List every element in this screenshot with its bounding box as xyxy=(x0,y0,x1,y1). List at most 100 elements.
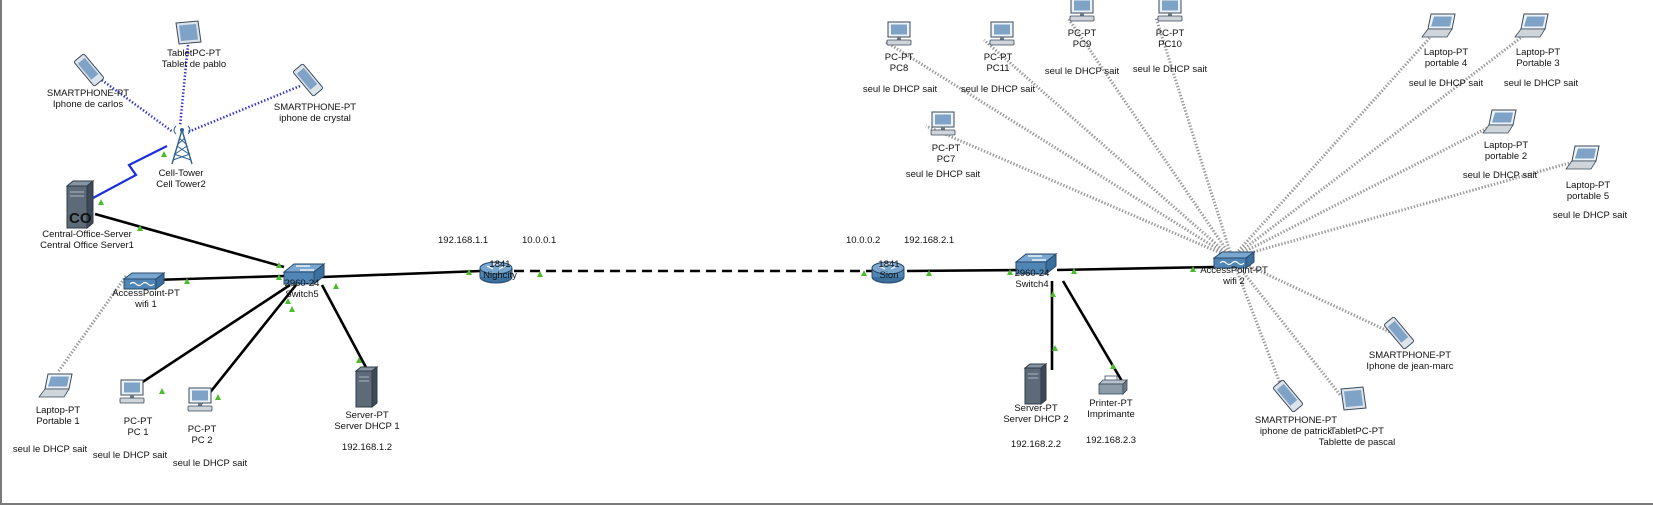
device-type-label: TabletPC-PT xyxy=(1330,426,1384,437)
pc-icon[interactable] xyxy=(1069,0,1095,22)
device-type-label: PC-PT xyxy=(1068,28,1097,39)
workspace-left-border xyxy=(0,0,2,505)
ethernet-link xyxy=(152,274,285,282)
device-type-label: 2960-24 xyxy=(1015,268,1050,279)
pc-icon[interactable] xyxy=(119,379,145,404)
server-icon[interactable] xyxy=(1024,363,1047,405)
device-type-label: PC-PT xyxy=(885,52,914,63)
wireless-link xyxy=(983,38,1233,260)
device-name-label: Tablet de pablo xyxy=(162,59,226,70)
laptop-icon[interactable] xyxy=(1421,13,1456,38)
device-note-label: seul le DHCP sait xyxy=(906,169,981,180)
access-point-icon[interactable] xyxy=(123,272,165,290)
smartphone-icon[interactable] xyxy=(1272,379,1304,413)
device-type-label: Cell-Tower xyxy=(159,168,204,179)
wireless-link xyxy=(1230,257,1283,387)
device-type-label: Laptop-PT xyxy=(1484,140,1529,151)
smartphone-icon[interactable] xyxy=(73,53,105,87)
tablet-icon[interactable] xyxy=(175,20,202,45)
pc-icon[interactable] xyxy=(886,21,912,46)
wireless-link xyxy=(1231,122,1496,260)
laptop-icon[interactable] xyxy=(38,373,73,398)
pc-icon[interactable] xyxy=(930,111,956,136)
device-type-label: 2960-24 xyxy=(285,278,320,289)
device-name-label: PC 1 xyxy=(127,427,148,438)
laptop-icon[interactable] xyxy=(1482,109,1517,134)
device-type-label: PC-PT xyxy=(124,416,153,427)
tablet-icon[interactable] xyxy=(1340,386,1367,411)
device-type-label: AccessPoint-PT xyxy=(1200,265,1268,276)
ethernet-link xyxy=(1061,280,1128,389)
device-name-label: portable 2 xyxy=(1485,151,1527,162)
smartphone-icon[interactable] xyxy=(292,63,324,97)
ip-address-labels: 192.168.1.1 10.0.0.1 10.0.0.2 192.168.2.… xyxy=(438,235,954,246)
pc-icon[interactable] xyxy=(989,21,1015,46)
sion-lan-ip: 192.168.2.1 xyxy=(904,235,954,246)
device-type-label: TabletPC-PT xyxy=(167,48,221,59)
device-type-label: PC-PT xyxy=(984,52,1013,63)
device-name-label: PC9 xyxy=(1073,39,1091,50)
laptop-icon[interactable] xyxy=(1565,145,1600,170)
device-name-label: PC 2 xyxy=(191,435,212,446)
device-note-label: seul le DHCP sait xyxy=(863,84,938,95)
ethernet-link xyxy=(94,212,285,269)
device-type-label: Server-PT xyxy=(1014,403,1057,414)
printer-icon[interactable] xyxy=(1098,375,1128,395)
link-status-indicators xyxy=(98,151,1196,400)
server-icon[interactable] xyxy=(355,366,378,408)
pc-icon[interactable] xyxy=(1157,0,1183,22)
device-type-label: SMARTPHONE-PT xyxy=(1369,350,1451,361)
device-note-label: seul le DHCP sait xyxy=(13,444,88,455)
ethernet-link xyxy=(906,268,1022,273)
pc-icon[interactable] xyxy=(187,387,213,412)
device-name-label: Tablette de pascal xyxy=(1319,437,1396,448)
device-name-label: PC10 xyxy=(1158,39,1182,50)
ethernet-link xyxy=(194,284,298,411)
device-note-label: seul le DHCP sait xyxy=(1409,78,1484,89)
laptop-icon[interactable] xyxy=(1514,13,1549,38)
device-name-label: Imprimante xyxy=(1087,409,1135,420)
smartphone-icon[interactable] xyxy=(1383,316,1415,350)
device-type-label: 1841 xyxy=(878,259,899,270)
device-name-label: Server DHCP 2 xyxy=(1003,414,1068,425)
device-name-label: Iphone de carlos xyxy=(53,99,123,110)
device-type-label: Laptop-PT xyxy=(36,405,81,416)
device-name-label: Sion xyxy=(879,270,898,281)
central-office-server-icon[interactable] xyxy=(66,180,94,229)
wired-links xyxy=(92,145,1215,411)
device-type-label: AccessPoint-PT xyxy=(112,288,180,299)
ethernet-link xyxy=(131,283,291,391)
workspace-bottom-border xyxy=(0,503,1653,505)
wireless-link xyxy=(56,275,128,373)
